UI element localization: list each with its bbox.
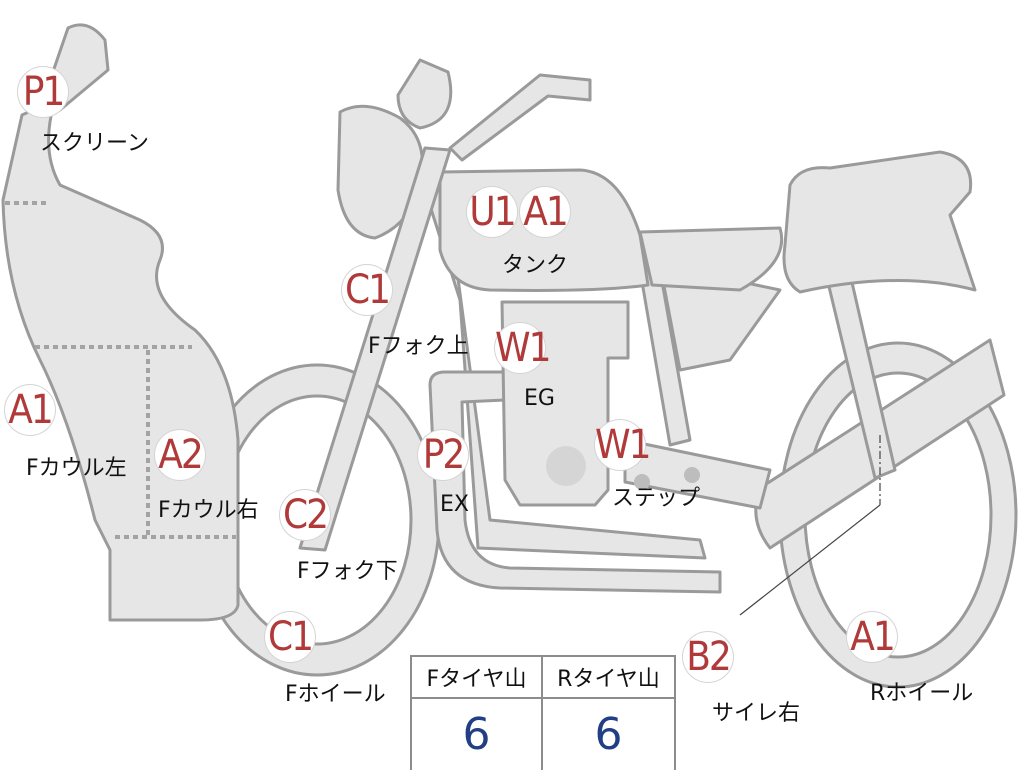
fork-upper-badge[interactable]: C1 <box>342 265 392 315</box>
screen-badge[interactable]: P1 <box>18 67 68 117</box>
silencer-right-label: サイレ右 <box>712 701 801 726</box>
silencer-leader-line <box>739 504 881 616</box>
engine-cover <box>546 446 586 486</box>
engine-badge[interactable]: W1 <box>495 323 551 373</box>
tire-tread-table: Fタイヤ山 Rタイヤ山 6 6 <box>410 655 676 770</box>
tank-badge-u1[interactable]: U1 <box>467 187 517 237</box>
handlebar-shape <box>448 73 592 162</box>
cowl-right-label: Fカウル右 <box>158 498 259 523</box>
exhaust-badge[interactable]: P2 <box>418 430 468 480</box>
fork-lower-label: Fフォク下 <box>297 559 398 584</box>
exhaust-shape <box>428 370 722 594</box>
step-label: ステップ <box>612 486 701 511</box>
front-tire-value[interactable]: 6 <box>412 699 543 770</box>
cowl-right-badge[interactable]: A2 <box>155 430 205 480</box>
mirror-shape <box>396 58 453 130</box>
seat-front-shape <box>638 226 784 292</box>
screen-label: スクリーン <box>40 131 149 156</box>
step-peg <box>684 467 700 483</box>
front-tire-header: Fタイヤ山 <box>412 657 543 699</box>
step-badge[interactable]: W1 <box>595 420 651 470</box>
tank-badge-a1[interactable]: A1 <box>520 187 570 237</box>
rear-tire-header: Rタイヤ山 <box>543 657 674 699</box>
rear-wheel-badge[interactable]: A1 <box>847 612 897 662</box>
seat-rear-shape <box>782 150 977 294</box>
front-wheel-label: Fホイール <box>285 682 386 707</box>
engine-label: EG <box>524 386 555 411</box>
cowl-shape <box>1 98 240 622</box>
fork-upper-label: Fフォク上 <box>368 334 469 359</box>
front-wheel-badge[interactable]: C1 <box>265 612 315 662</box>
fork-lower-badge[interactable]: C2 <box>280 490 330 540</box>
exhaust-label: EX <box>440 492 469 517</box>
step-peg <box>634 474 650 490</box>
tank-label: タンク <box>502 253 569 278</box>
silencer-right-badge[interactable]: B2 <box>683 632 733 682</box>
cowl-left-badge[interactable]: A1 <box>5 385 55 435</box>
rear-wheel-label: Rホイール <box>870 681 974 706</box>
cowl-left-label: Fカウル左 <box>26 456 127 481</box>
rear-tire-value[interactable]: 6 <box>594 709 623 760</box>
front-fork-shape <box>298 146 452 552</box>
